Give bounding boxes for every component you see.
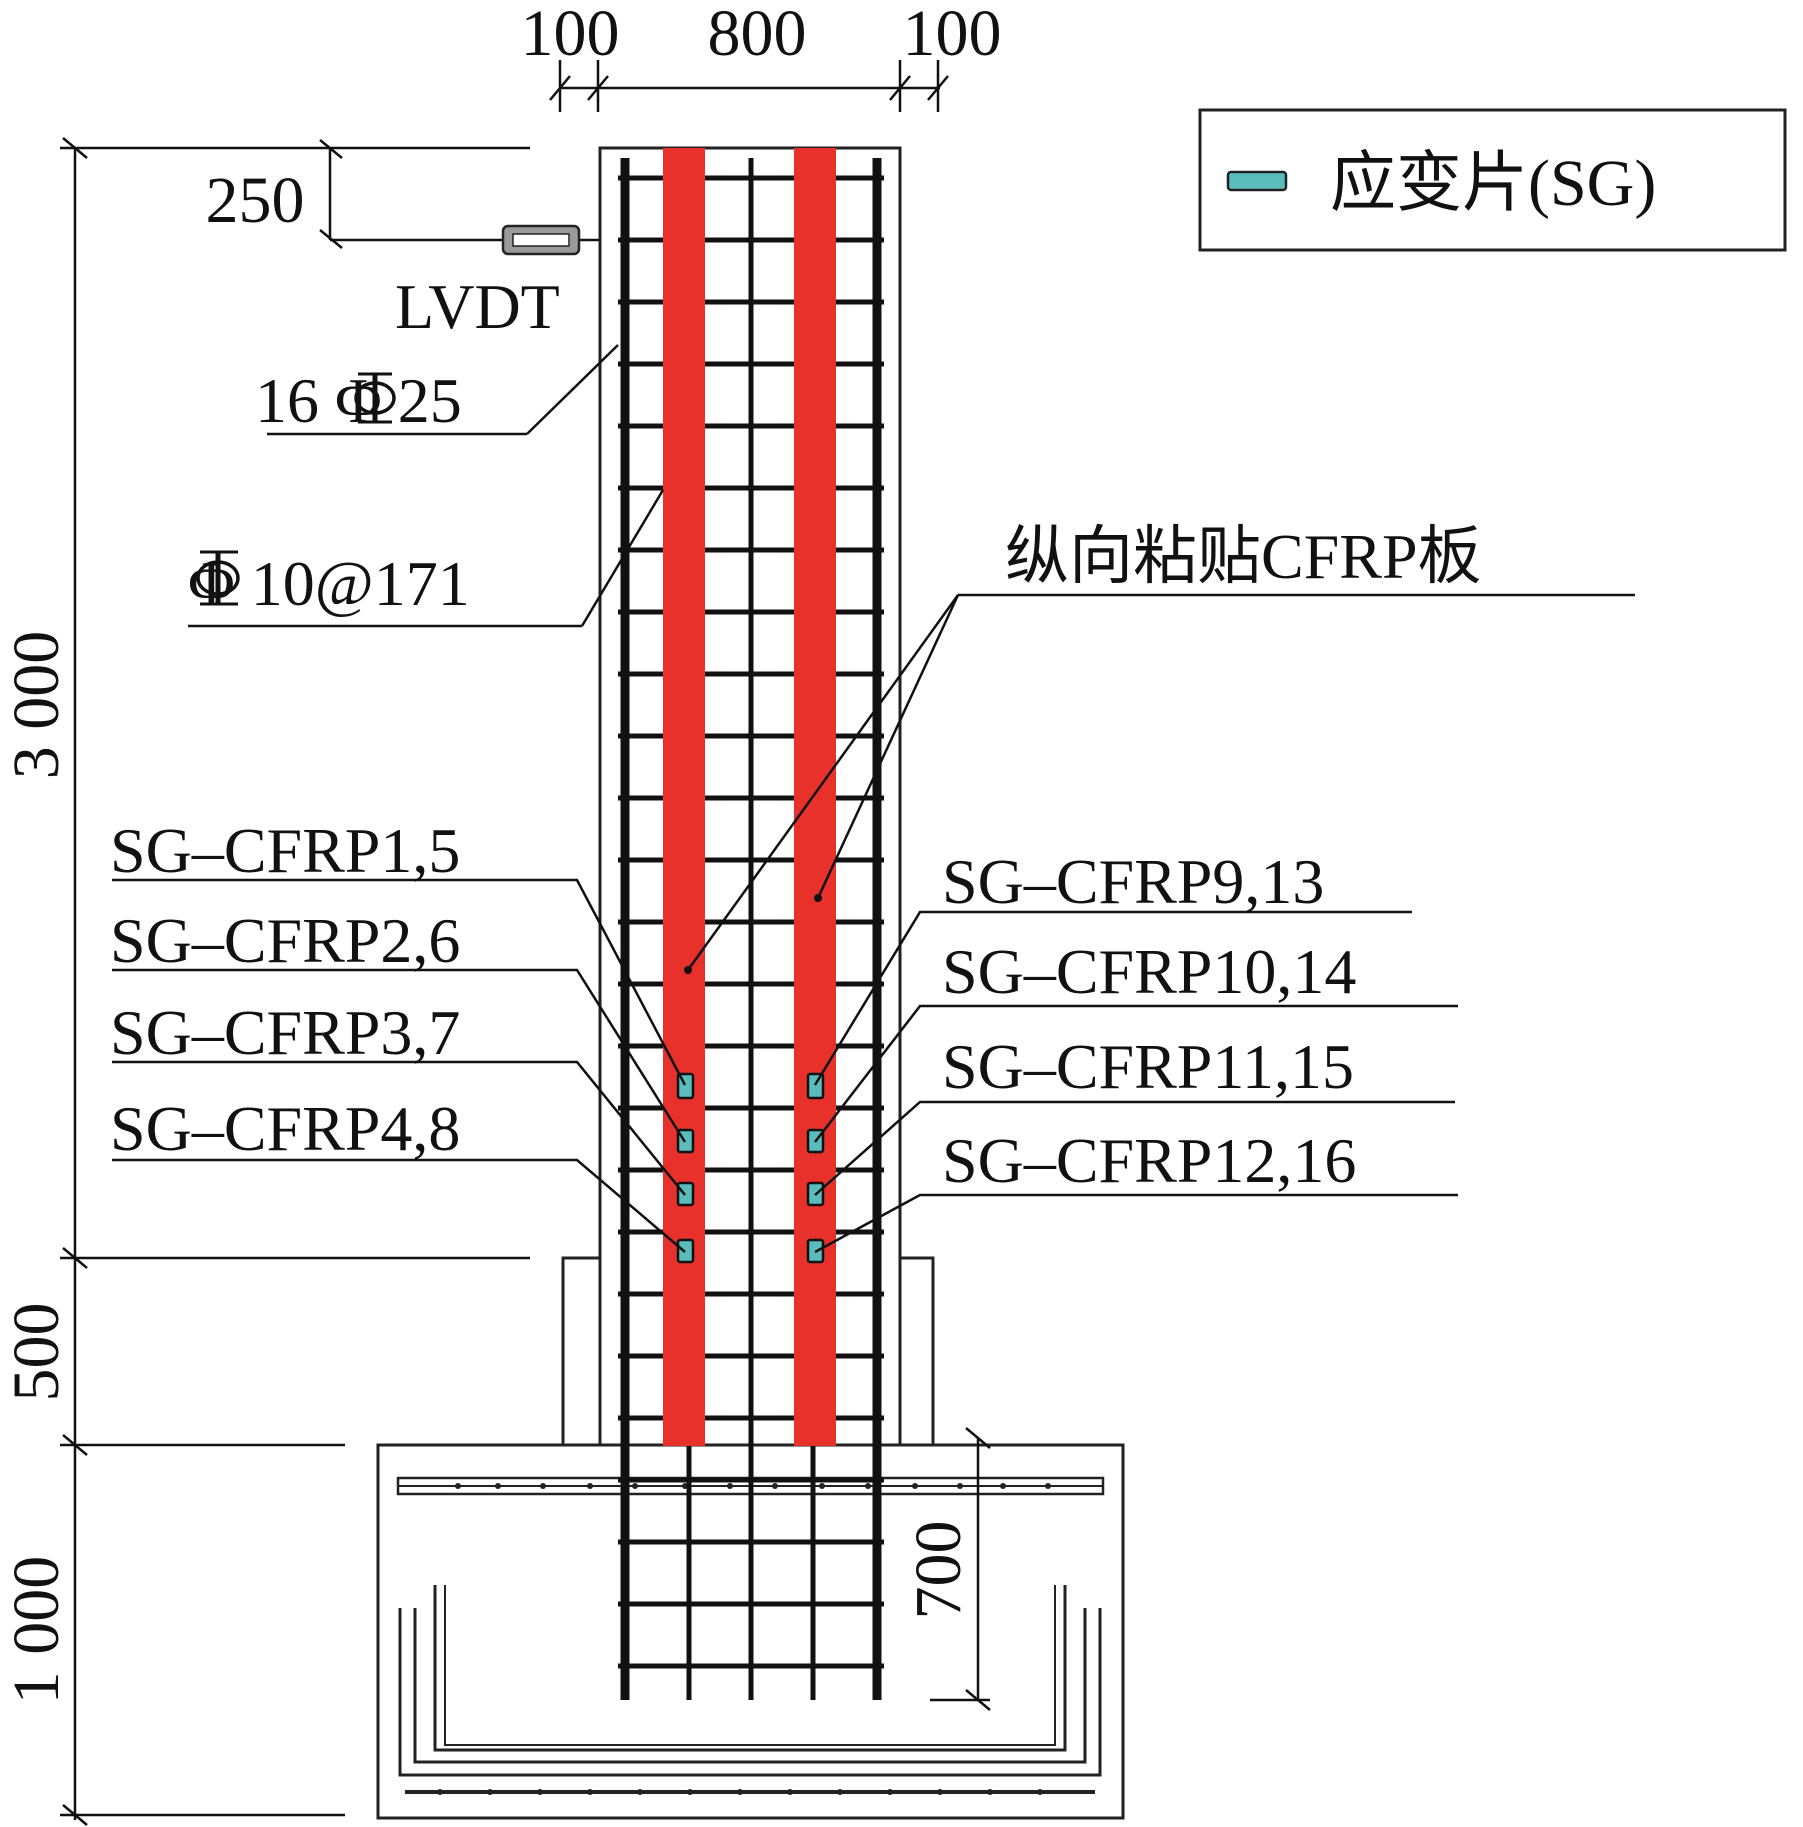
- cfrp-leader: [686, 593, 1635, 971]
- embed-dimension: [930, 1427, 991, 1711]
- legend: 应变片(SG): [1198, 108, 1787, 252]
- legend-label: 应变片(SG): [1330, 147, 1656, 220]
- stirrup-leader: [188, 489, 665, 628]
- dim-lvdt-offset: 250: [206, 164, 305, 237]
- cfrp-plate-left: [663, 148, 705, 1446]
- lvdt-label: LVDT: [395, 271, 560, 342]
- strain-gauge-icon: [1226, 170, 1288, 192]
- cfrp-leader-dot: [814, 894, 822, 902]
- lvdt-icon: [501, 224, 581, 256]
- sg-right-label-2: SG–CFRP10,14: [942, 936, 1356, 1007]
- strain-gauges: [676, 1072, 825, 1264]
- dim-column-height: 3 000: [0, 631, 73, 780]
- cfrp-leader-dot: [684, 966, 692, 974]
- sg-right-leaders: [813, 910, 1458, 1254]
- sg-left-leaders: [112, 878, 687, 1253]
- dim-footing-height: 1 000: [0, 1556, 73, 1705]
- dim-top-right-cover: 100: [903, 0, 1002, 70]
- sg-left-label-3: SG–CFRP3,7: [110, 997, 460, 1068]
- rebar-symbol-icon: [196, 550, 240, 606]
- sg-left-label-1: SG–CFRP1,5: [110, 815, 460, 886]
- left-dimension: [60, 137, 530, 1826]
- footing-bar-dots: [437, 1483, 1051, 1795]
- sg-right-label-1: SG–CFRP9,13: [942, 846, 1324, 917]
- dim-stub-height: 500: [0, 1303, 73, 1402]
- sg-left-label-4: SG–CFRP4,8: [110, 1093, 460, 1164]
- sg-right-label-3: SG–CFRP11,15: [942, 1031, 1354, 1102]
- cfrp-plate-right: [794, 148, 836, 1446]
- dim-embed-depth: 700: [902, 1521, 975, 1620]
- cfrp-plate-label: 纵向粘贴CFRP板: [1005, 521, 1482, 592]
- legend-box: [1198, 108, 1787, 252]
- stirrup-label: Φ 10@171: [188, 548, 470, 619]
- sg-left-label-2: SG–CFRP2,6: [110, 905, 460, 976]
- long-bar-leader: [267, 344, 619, 436]
- top-dimension: [549, 60, 949, 112]
- dim-top-left-cover: 100: [521, 0, 620, 70]
- long-bar-label: 16 Φ 25: [255, 365, 462, 436]
- dim-top-width: 800: [708, 0, 807, 70]
- sg-right-label-4: SG–CFRP12,16: [942, 1125, 1356, 1196]
- rebar-symbol-icon: [354, 372, 396, 424]
